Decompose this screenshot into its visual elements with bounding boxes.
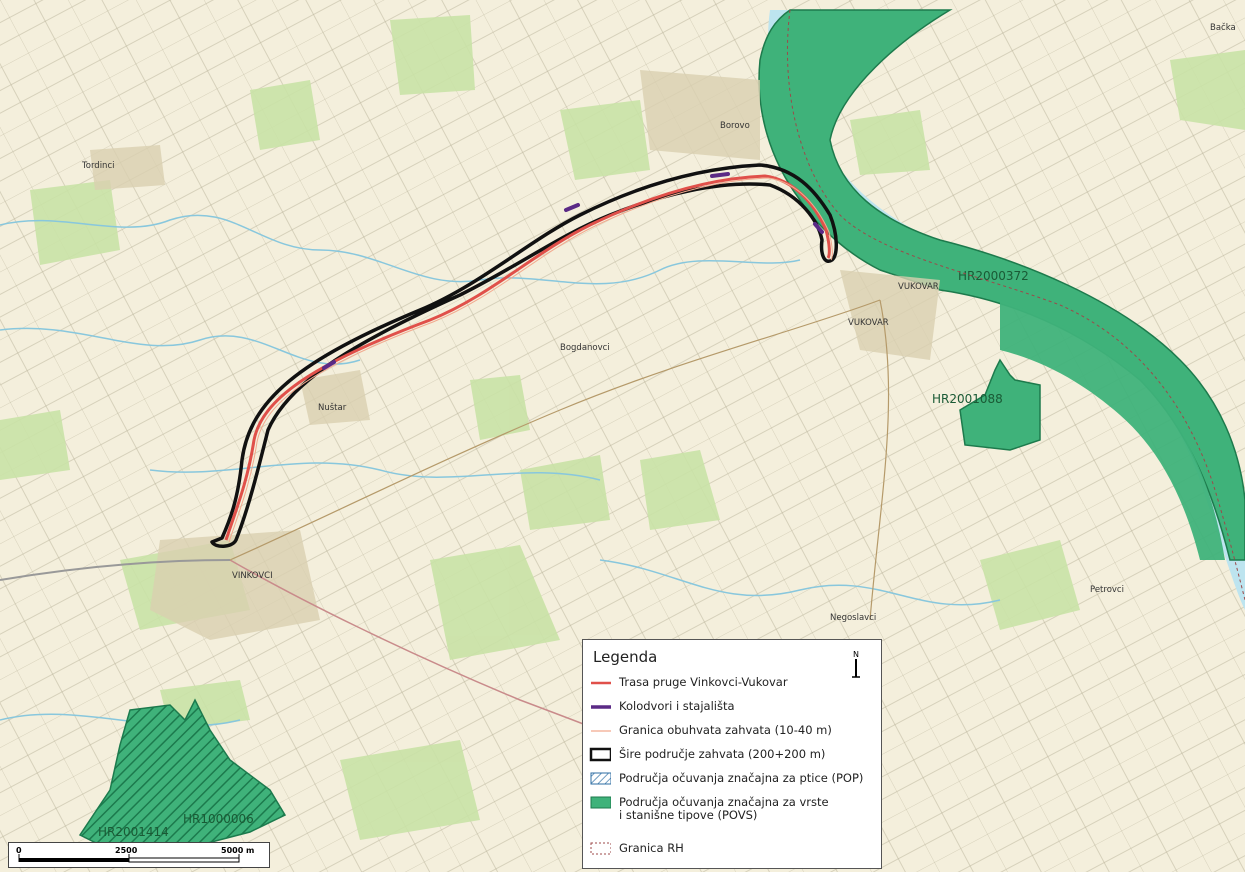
site-label-hr2001414: HR2001414 <box>98 825 169 839</box>
place-label-vukovar: VUKOVAR <box>848 318 889 328</box>
pop-povs-area-southwest[interactable] <box>78 698 287 846</box>
place-label-tordinci: Tordinci <box>81 161 114 171</box>
scale-tick-2500: 2500 <box>115 846 138 855</box>
urban-areas <box>90 70 940 640</box>
povs-area-danube[interactable] <box>758 9 1245 561</box>
railway-route[interactable] <box>224 174 831 541</box>
place-label-borovo: Borovo <box>720 121 750 131</box>
scale-bar-graphic: 0 2500 5000 m <box>16 846 254 863</box>
border-symbol-icon <box>590 842 611 855</box>
state-border <box>787 9 1245 601</box>
scale-bar: 0 2500 5000 m <box>8 842 270 868</box>
station-symbol-icon <box>591 705 611 709</box>
svg-text:N: N <box>853 650 859 659</box>
stations[interactable] <box>322 172 824 370</box>
place-label-backa: Bačka <box>1210 22 1236 33</box>
scale-tick-5000: 5000 m <box>221 846 254 855</box>
project-boundary-line <box>228 177 833 543</box>
site-label-hr2000372: HR2000372 <box>958 269 1029 283</box>
north-arrow-icon: N <box>852 650 860 678</box>
corridor-boundary[interactable] <box>210 163 838 548</box>
povs-fill-icon <box>590 796 611 809</box>
povs-area-danube-south[interactable] <box>1000 300 1225 560</box>
map-legend: Legenda N Trasa pruge Vinkovci-Vukovar K… <box>582 639 882 869</box>
scale-tick-0: 0 <box>16 846 22 855</box>
legend-title: Legenda <box>593 648 658 666</box>
boundary-symbol-icon <box>591 730 611 732</box>
pop-hatch-icon <box>590 772 611 785</box>
place-label-vukovar-2: VUKOVAR <box>898 282 939 292</box>
site-label-hr2001088: HR2001088 <box>932 392 1003 406</box>
povs-area-hr2001088[interactable] <box>959 358 1041 451</box>
site-label-hr1000006: HR1000006 <box>183 812 254 826</box>
streams <box>0 214 1001 727</box>
place-label-petrovci: Petrovci <box>1090 585 1124 595</box>
place-label-nustar: Nuštar <box>318 402 347 413</box>
corridor-symbol-icon <box>589 747 611 762</box>
place-label-vinkovci: VINKOVCI <box>232 571 273 581</box>
place-label-negoslavci: Negoslavci <box>830 613 876 623</box>
route-symbol-icon <box>591 681 611 685</box>
place-label-bogdanovci: Bogdanovci <box>560 343 610 353</box>
